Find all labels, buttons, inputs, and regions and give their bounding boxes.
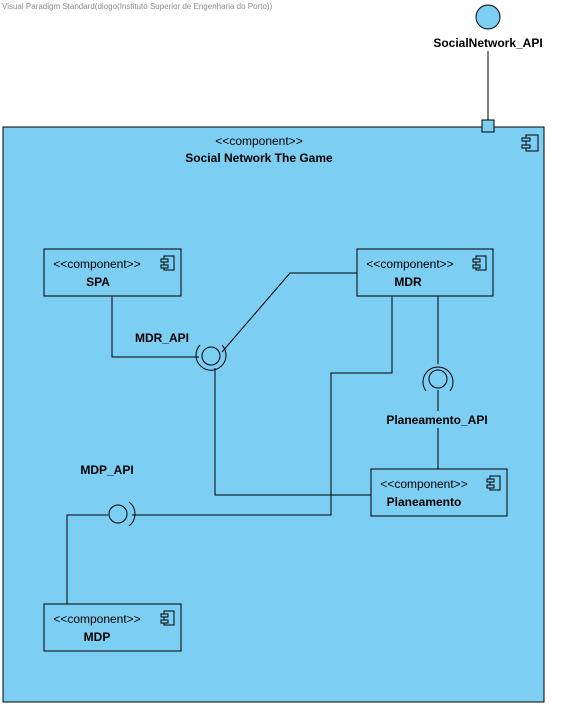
planeamento-name: Planeamento [387,495,462,509]
mdp-api-label: MDP_API [80,463,133,477]
socialnetwork-api-label: SocialNetwork_API [433,36,542,50]
mdr-name: MDR [394,275,422,289]
container-name: Social Network The Game [185,151,333,165]
mdp-name: MDP [84,630,111,644]
planeamento-mdr-api-wire [214,368,371,496]
component-spa[interactable]: <<component>> SPA [43,248,182,297]
mdr-api-interface[interactable] [195,344,227,371]
mdr-stereotype: <<component>> [366,257,453,271]
socialnetwork-api-lollipop[interactable] [475,4,501,30]
planeamento-api-interface[interactable] [422,366,454,392]
mdr-api-label: MDR_API [135,331,189,345]
spa-name: SPA [86,275,110,289]
component-icon [160,610,175,626]
component-mdp[interactable]: <<component>> MDP [43,603,182,652]
planeamento-stereotype: <<component>> [380,477,467,491]
component-icon [160,255,175,271]
mdp-mdp-api-wire [66,514,108,604]
container-port[interactable] [481,119,495,133]
component-icon [472,255,487,271]
mdr-mdr-api-wire [221,272,357,353]
component-icon [486,475,501,491]
watermark: Visual Paradigm Standard(diogo(Instituto… [2,2,273,11]
component-icon [521,134,539,152]
spa-mdr-api-wire [111,296,199,358]
component-mdr[interactable]: <<component>> MDR [356,248,494,297]
mdp-stereotype: <<component>> [53,612,140,626]
container-stereotype: <<component>> [215,134,302,148]
planeamento-api-label: Planeamento_API [386,413,487,427]
spa-stereotype: <<component>> [53,257,140,271]
component-planeamento[interactable]: <<component>> Planeamento [370,468,508,517]
mdp-api-interface[interactable] [108,501,136,527]
mdr-mdp-api-wire [132,296,393,516]
